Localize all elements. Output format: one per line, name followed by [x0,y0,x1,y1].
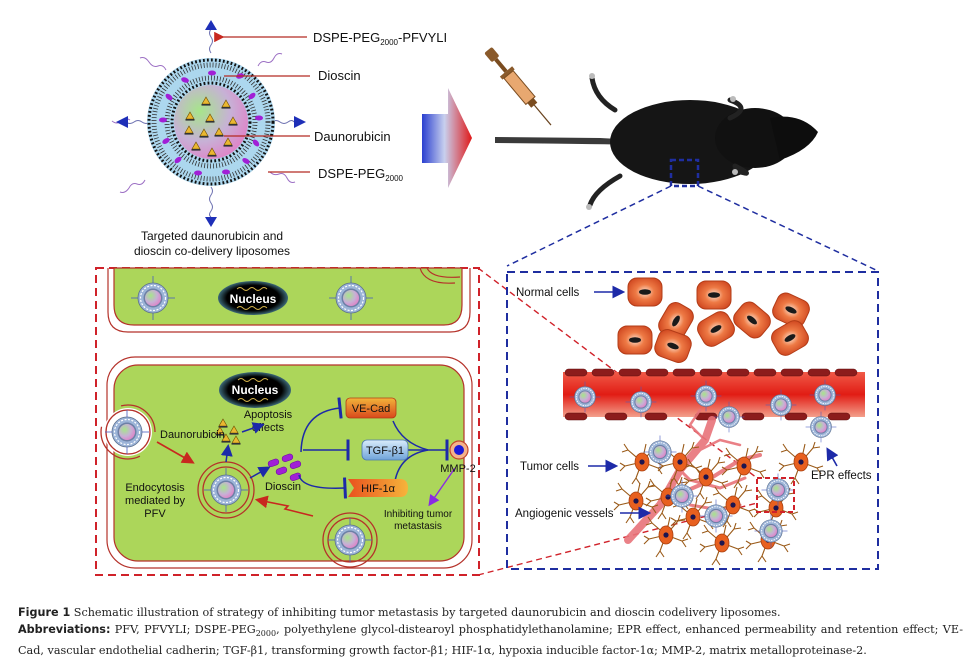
target-tgf-b1: TGF-β1 [361,439,409,461]
label-daunorubicin-released: Daunorubicin [160,429,225,441]
label-angiogenic-vessels: Angiogenic vessels [515,508,614,520]
label-dioscin: Dioscin [318,68,361,83]
tumor-cells [613,441,824,566]
label-targeting-lipid: DSPE-PEG2000-PFVYLI [313,30,447,47]
zoom-source-box [756,477,795,513]
target-label-hif-1a: HIF-1α [361,483,396,495]
figure-caption: Figure 1 Schematic illustration of strat… [18,604,963,659]
label-endocytosis-2: mediated by [125,495,185,507]
label-epr-effects: EPR effects [811,470,872,482]
abbreviations-text-1: PFV, PFVYLI; DSPE-PEG [110,623,256,636]
label-endocytosis-1: Endocytosis [125,482,185,494]
target-label-ve-cad: VE-Cad [352,403,391,415]
caption-abbreviations: Abbreviations: PFV, PFVYLI; DSPE-PEG2000… [18,621,963,659]
label-dioscin-released: Dioscin [265,481,301,493]
tumor-microenvironment-panel: Normal cells [506,271,879,570]
caption-title: Figure 1 Schematic illustration of strat… [18,604,963,621]
target-ve-cad: VE-Cad [345,397,397,419]
label-normal-cells: Normal cells [516,287,580,299]
nucleus-label: Nucleus [230,292,277,306]
nucleus-label-lower: Nucleus [232,383,279,397]
abbreviations-subscript: 2000 [255,629,277,639]
blood-vessel [563,368,865,443]
liposome-title-line2: dioscin co-delivery liposomes [134,244,290,258]
label-endocytosis-3: PFV [144,508,166,520]
peg-tip-right [294,116,306,128]
nucleus-upper: Nucleus [218,281,288,315]
label-mmp-2: MMP-2 [440,463,475,475]
target-label-tgf-b1: TGF-β1 [366,445,404,457]
label-daunorubicin: Daunorubicin [314,129,391,144]
peg-tip-bottom [205,217,217,227]
label-tumor-cells: Tumor cells [520,461,579,473]
peg-tip-top [205,20,217,30]
label-apoptosis-2: effects [252,422,285,434]
label-inhibit-2: metastasis [394,521,442,532]
abbreviations-label: Abbreviations: [18,623,111,636]
abbreviations-text-2: , polyethylene glycol-distearoyl phospha… [18,623,963,658]
figure-label: Figure 1 [18,606,71,619]
tumor-site-box [669,158,700,188]
label-apoptosis-1: Apoptosis [244,409,293,421]
label-inhibit-1: Inhibiting tumor [384,509,453,520]
nucleus-lower: Nucleus [219,372,291,408]
schematic-figure: DSPE-PEG2000-PFVYLI Dioscin Daunorubicin… [95,20,879,576]
mouse-illustration [484,47,818,210]
target-hif-1a: HIF-1α [348,479,408,497]
liposome-title-line1: Targeted daunorubicin and [141,229,283,243]
peg-tip-left [116,116,128,128]
mmp-2-protein [449,440,469,460]
transition-arrow [422,88,472,188]
liposome-diagram: DSPE-PEG2000-PFVYLI Dioscin Daunorubicin… [111,20,447,258]
cell-mechanism-panel: Nucleus Nucleus Daunorubicin Apoptosis e… [95,267,480,576]
normal-cells [617,277,813,366]
figure-text: Schematic illustration of strategy of in… [70,606,781,619]
label-peg-lipid: DSPE-PEG2000 [318,166,404,183]
